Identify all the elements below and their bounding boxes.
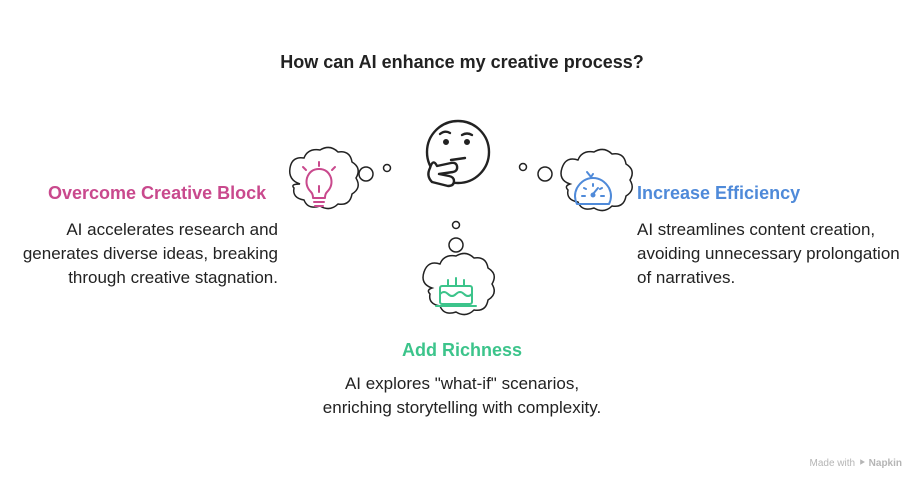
add-richness-heading: Add Richness <box>401 340 523 360</box>
lightbulb-icon <box>302 161 336 207</box>
right-cloud <box>560 148 633 212</box>
watermark: Made with ⯈ Napkin <box>810 458 902 469</box>
left-thought-bubbles <box>358 163 392 182</box>
speedometer-icon <box>574 171 612 205</box>
bottom-thought-bubbles <box>448 220 464 253</box>
thinking-face-icon <box>425 119 491 188</box>
increase-efficiency-text: AI streamlines content creation, avoidin… <box>637 220 900 287</box>
add-richness-text: AI explores "what-if" scenarios, enrichi… <box>322 374 602 417</box>
watermark-brand: Napkin <box>868 458 902 469</box>
overcome-creative-block-text: AI accelerates research and generates di… <box>22 220 278 287</box>
increase-efficiency-heading: Increase Efficiency <box>637 183 801 203</box>
right-thought-bubbles <box>518 162 553 182</box>
cake-icon <box>435 277 477 307</box>
watermark-prefix: Made with <box>809 458 856 469</box>
napkin-logo-icon: ⯈ <box>857 458 866 469</box>
bottom-cloud <box>422 252 495 316</box>
diagram-title: How can AI enhance my creative process? <box>280 52 644 72</box>
overcome-creative-block-heading: Overcome Creative Block <box>48 183 267 203</box>
left-cloud <box>288 146 359 210</box>
